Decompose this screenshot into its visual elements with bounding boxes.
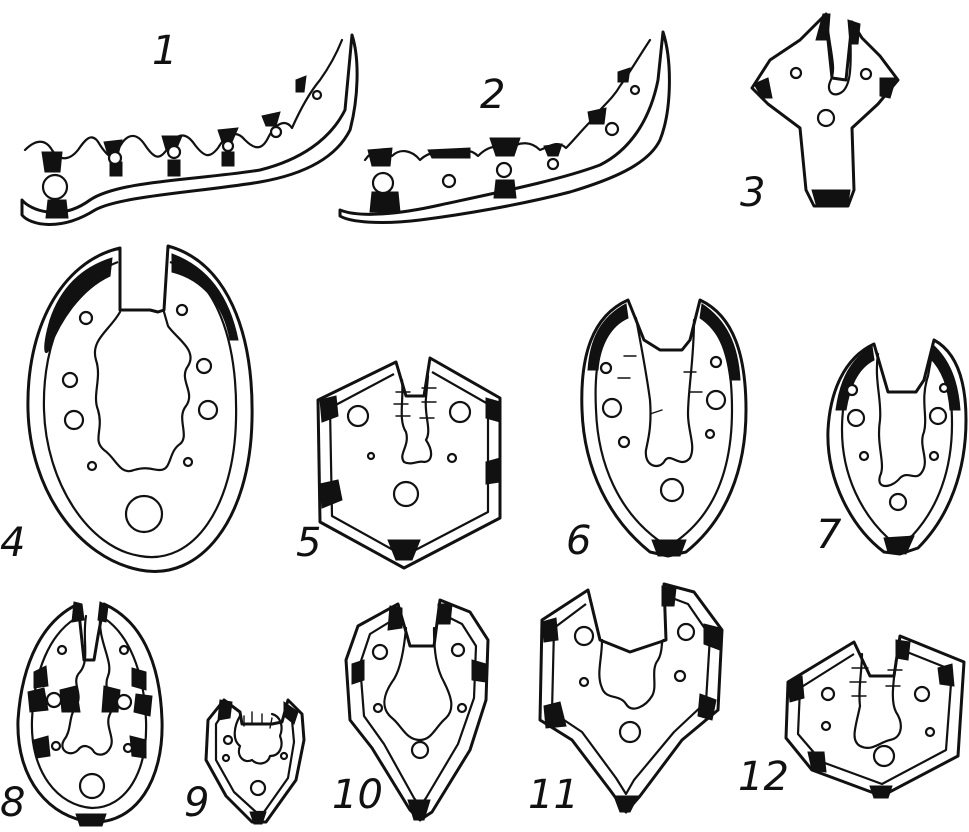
figure-11-label: 11 xyxy=(528,772,579,818)
figure-12-section: 12 xyxy=(738,636,964,800)
figure-1-section: 1 xyxy=(22,28,357,225)
figure-6-section: 6 xyxy=(566,300,746,564)
figure-9-section: 9 xyxy=(184,700,304,826)
figure-9-label: 9 xyxy=(184,780,209,826)
figure-10-label: 10 xyxy=(332,772,383,818)
figure-7-section: 7 xyxy=(816,340,966,558)
figure-12-label: 12 xyxy=(738,754,789,800)
figure-3-label: 3 xyxy=(740,170,765,216)
figure-5-label: 5 xyxy=(296,520,321,566)
figure-2-label: 2 xyxy=(480,72,505,118)
figure-3-section: 3 xyxy=(740,14,898,216)
figure-8-section: 8 xyxy=(0,602,162,826)
figure-5-section: 5 xyxy=(296,358,500,568)
figure-4-label: 4 xyxy=(0,520,25,566)
figure-7-label: 7 xyxy=(816,512,842,558)
figure-8-label: 8 xyxy=(0,780,25,826)
figure-10-section: 10 xyxy=(332,600,488,820)
figure-4-section: 4 xyxy=(0,246,252,571)
figure-6-label: 6 xyxy=(566,518,591,564)
figure-11-section: 11 xyxy=(528,584,722,818)
figure-2-section: 2 xyxy=(340,32,669,223)
figure-1-label: 1 xyxy=(152,28,177,74)
